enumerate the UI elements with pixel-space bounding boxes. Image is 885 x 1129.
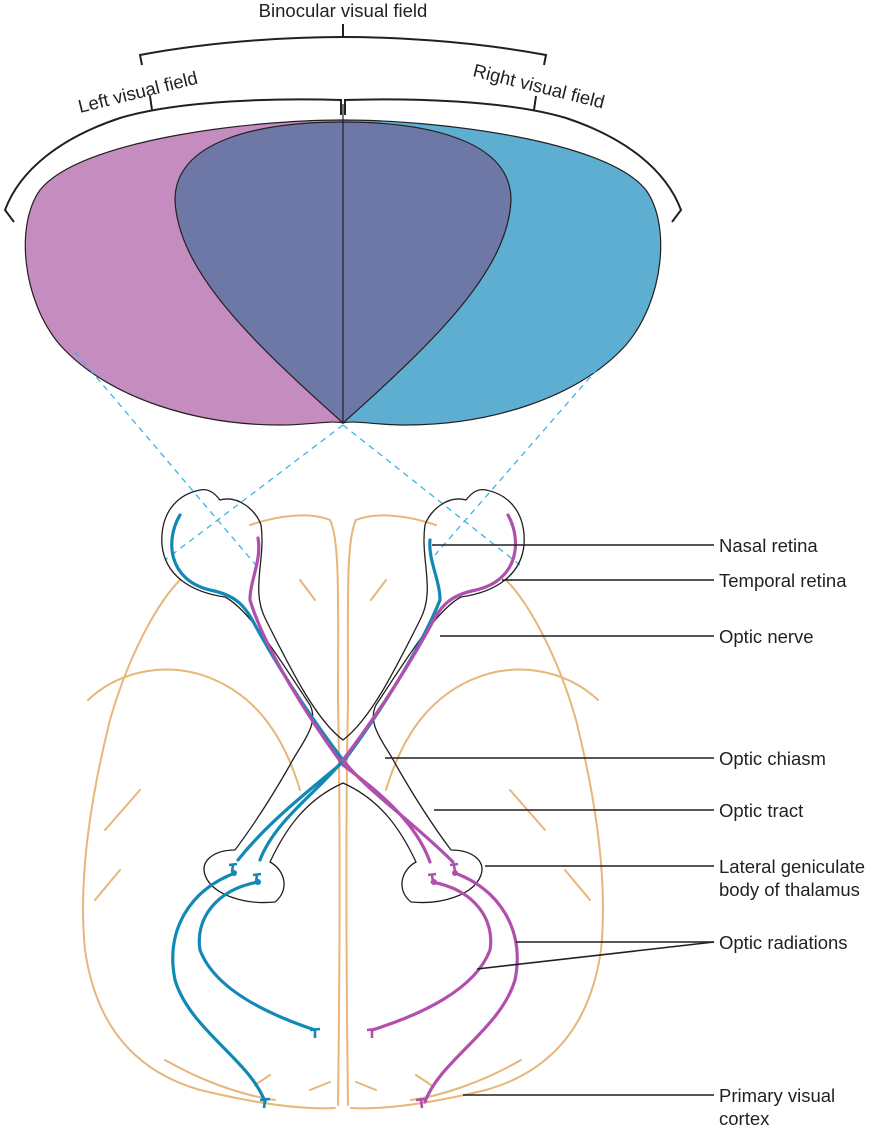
label-line: Optic nerve	[719, 626, 814, 647]
label-temporal-retina: Temporal retina	[719, 570, 847, 591]
label-line: Optic radiations	[719, 932, 848, 953]
right-field-brace	[344, 98, 683, 223]
synapse-dot	[431, 879, 437, 885]
cortex-terminal	[309, 1027, 321, 1038]
left-field-brace-tick	[149, 95, 153, 111]
label-line: Temporal retina	[719, 570, 847, 591]
left-hemisphere-outline	[81, 514, 341, 1110]
left-field-brace	[3, 98, 342, 223]
sightline	[342, 424, 521, 566]
field-braces	[3, 24, 683, 223]
optic-pathway-capsule	[161, 489, 525, 904]
leader-optic-radiations-b	[476, 941, 715, 970]
sightlines	[74, 351, 613, 571]
label-line: Optic tract	[719, 800, 803, 821]
left-field-label: Left visual field	[76, 67, 200, 117]
cortex-terminal	[366, 1027, 378, 1038]
cortex-terminal	[415, 1097, 427, 1109]
left-eye-capsule	[161, 489, 525, 904]
left-radiation-outer	[171, 871, 267, 1104]
leader-lines	[385, 544, 715, 1096]
visual-field-group	[24, 104, 662, 426]
right-temporal-pathway	[340, 513, 518, 864]
synapse-dot	[452, 870, 458, 876]
label-optic-nerve: Optic nerve	[719, 626, 814, 647]
label-line: Primary visual	[719, 1085, 835, 1106]
left-occipital-gyrus	[164, 1059, 331, 1101]
neural-pathways	[170, 513, 519, 1104]
right-field-brace-tick	[533, 95, 537, 111]
brain-outline	[81, 514, 605, 1110]
left-radiation-inner	[197, 880, 317, 1032]
right-radiation-outer	[423, 871, 519, 1104]
left-temporal-lobe	[87, 668, 301, 791]
right-radiation-inner	[370, 880, 493, 1032]
label-line: Optic chiasm	[719, 748, 826, 769]
sightline	[74, 351, 261, 571]
sightline	[164, 424, 344, 561]
synapse-markers	[228, 862, 459, 1109]
label-optic-radiations: Optic radiations	[719, 932, 848, 953]
right-hemisphere-outline	[345, 514, 605, 1110]
label-line: cortex	[719, 1108, 770, 1129]
synapse-dot	[255, 879, 261, 885]
synapse-dots	[231, 870, 458, 885]
label-optic-tract: Optic tract	[719, 800, 803, 821]
label-nasal-retina: Nasal retina	[719, 535, 818, 556]
right-occipital-gyrus	[355, 1059, 522, 1101]
label-line: Nasal retina	[719, 535, 818, 556]
label-line: Lateral geniculate	[719, 856, 865, 877]
synapse-dot	[231, 870, 237, 876]
label-optic-chiasm: Optic chiasm	[719, 748, 826, 769]
cortex-terminal	[259, 1097, 271, 1109]
label-line: body of thalamus	[719, 879, 860, 900]
binocular-field-label: Binocular visual field	[259, 0, 428, 21]
right-temporal-lobe	[385, 668, 599, 791]
sightline	[434, 351, 613, 556]
